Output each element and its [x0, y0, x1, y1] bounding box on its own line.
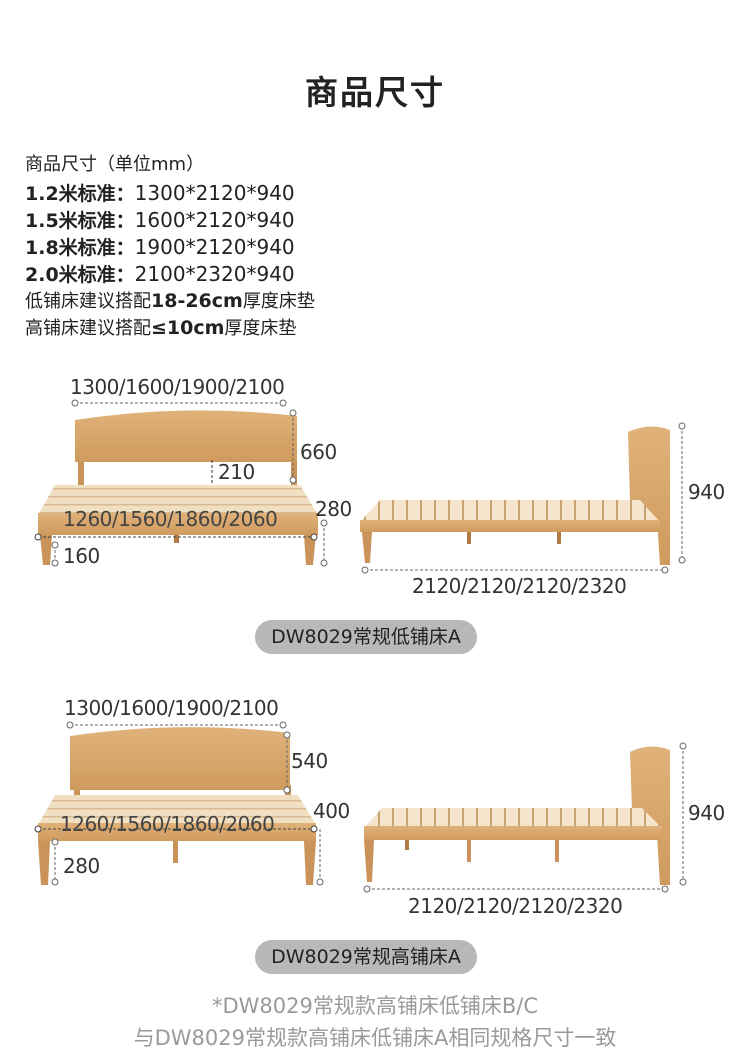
low-bed-width-label: 1300/1600/1900/2100 — [70, 375, 285, 399]
spec-row: 1.2米标准：1300*2120*940 — [25, 180, 295, 208]
low-bed-clearance-label: 160 — [63, 544, 100, 568]
page-title: 商品尺寸 — [305, 73, 445, 112]
low-bed-side-view — [360, 422, 686, 574]
high-bed-frame-height-label: 400 — [313, 799, 350, 823]
spec-value: 1900*2120*940 — [134, 235, 295, 259]
low-bed-model-badge: DW8029常规低铺床A — [255, 620, 477, 654]
high-bed-headboard-height-label: 540 — [291, 749, 328, 773]
high-bed-length-label: 2120/2120/2120/2320 — [408, 894, 623, 918]
spec-value: 2100*2320*940 — [134, 262, 295, 286]
low-bed-headboard-gap-label: 210 — [218, 460, 255, 484]
low-bed-inner-width-label: 1260/1560/1860/2060 — [63, 507, 278, 531]
high-bed-inner-width-label: 1260/1560/1860/2060 — [60, 812, 275, 836]
note-suffix: 厚度床垫 — [242, 291, 315, 312]
high-bed-total-height-label: 940 — [688, 801, 725, 825]
spec-value: 1600*2120*940 — [134, 208, 295, 232]
low-bed-total-height-label: 940 — [688, 480, 725, 504]
spec-value: 1300*2120*940 — [134, 181, 295, 205]
high-bed-front-view — [34, 721, 324, 886]
note-prefix: 低铺床建议搭配 — [25, 291, 151, 312]
spec-header: 商品尺寸（单位mm） — [25, 154, 205, 175]
low-bed-headboard-height-label: 660 — [300, 440, 337, 464]
high-bed-clearance-label: 280 — [63, 854, 100, 878]
spec-row: 1.8米标准：1900*2120*940 — [25, 234, 295, 262]
note-suffix: 厚度床垫 — [224, 318, 297, 339]
note-value: 18-26cm — [151, 290, 243, 312]
low-bed-length-label: 2120/2120/2120/2320 — [412, 574, 627, 598]
high-bed-side-view — [363, 742, 687, 893]
footnote-line-1: *DW8029常规款高铺床低铺床B/C — [211, 994, 539, 1018]
spec-row: 2.0米标准：2100*2320*940 — [25, 261, 295, 289]
footnote-line-2: 与DW8029常规款高铺床低铺床A相同规格尺寸一致 — [133, 1026, 617, 1050]
note-value: ≤10cm — [151, 317, 225, 339]
spec-label: 2.0米标准： — [25, 264, 135, 286]
high-bed-model-badge: DW8029常规高铺床A — [255, 940, 477, 974]
spec-label: 1.5米标准： — [25, 210, 135, 232]
low-bed-frame-height-label: 280 — [315, 497, 352, 521]
high-bed-mattress-note: 高铺床建议搭配≤10cm厚度床垫 — [25, 315, 296, 342]
spec-label: 1.8米标准： — [25, 237, 135, 259]
spec-row: 1.5米标准：1600*2120*940 — [25, 207, 295, 235]
spec-label: 1.2米标准： — [25, 183, 135, 205]
note-prefix: 高铺床建议搭配 — [25, 318, 151, 339]
high-bed-width-label: 1300/1600/1900/2100 — [64, 696, 279, 720]
low-bed-mattress-note: 低铺床建议搭配18-26cm厚度床垫 — [25, 288, 315, 315]
low-bed-front-view — [34, 399, 328, 567]
